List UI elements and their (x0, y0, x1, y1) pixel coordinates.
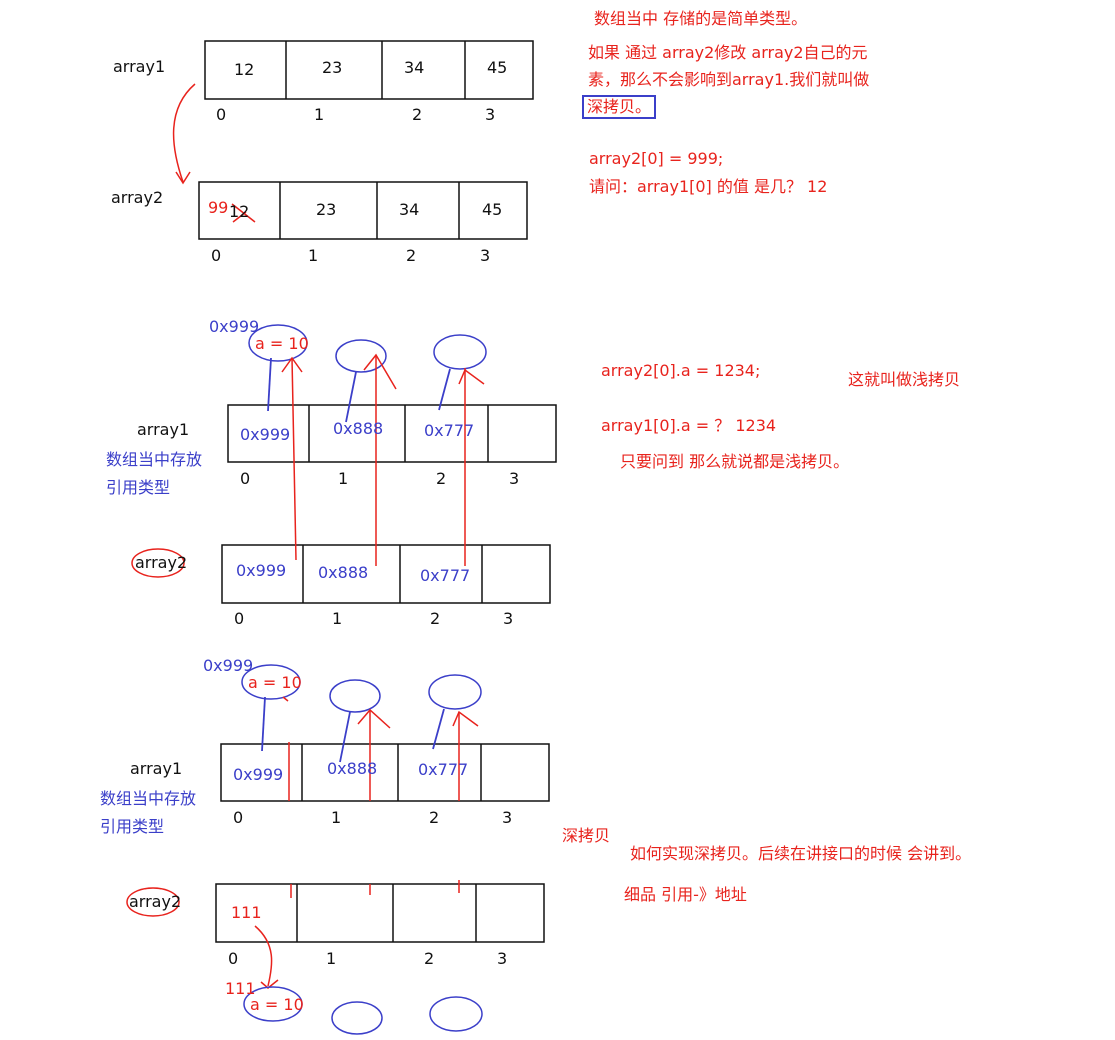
s1-note-line2: 素，那么不会影响到array1.我们就叫做 (588, 70, 870, 89)
s1-note-boxed: 深拷贝。 (582, 95, 657, 119)
s1-array2-label: array2 (111, 188, 164, 207)
s2-array1-index-3: 3 (509, 469, 520, 488)
s3-array2-index-2: 2 (424, 949, 435, 968)
s1-array2-cell-3: 45 (482, 200, 503, 219)
s2-code-line1: array2[0].a = 1234; (601, 361, 761, 380)
s3-array2-ticks (290, 880, 460, 898)
s3-object-1 (241, 664, 301, 700)
s3-copy-object-2 (331, 1001, 383, 1035)
s3-side-note-line1: 数组当中存放 (100, 789, 197, 808)
s1-code-line2: 请问：array1[0] 的值 是几？ 12 (589, 177, 828, 196)
s2-array2-index-3: 3 (503, 609, 514, 628)
s3-array1-index-3: 3 (502, 808, 513, 827)
s1-code-line1: array2[0] = 999; (589, 149, 724, 168)
s2-code-line2: array1[0].a = ？ 1234 (601, 416, 777, 435)
s3-array2-box (215, 883, 545, 943)
s1-array2-cell-2: 34 (399, 200, 420, 219)
s3-object-2 (329, 679, 381, 713)
s3-array1-box (220, 743, 550, 802)
s3-array1-ref-2: 0x777 (418, 760, 469, 779)
s1-array2-index-1: 1 (308, 246, 319, 265)
s3-object-address: 0x999 (203, 656, 254, 675)
s1-array1-cell-3: 45 (487, 58, 508, 77)
s2-object-2 (335, 339, 387, 373)
s2-side-note-line2: 引用类型 (106, 478, 171, 497)
s3-copy-object-3 (429, 996, 483, 1032)
s2-object-1 (248, 324, 308, 362)
s2-array2-ref-0: 0x999 (236, 561, 287, 580)
s2-object-address: 0x999 (209, 317, 260, 336)
s3-side-note-line2: 引用类型 (100, 817, 165, 836)
s2-array1-index-1: 1 (338, 469, 349, 488)
s3-object-field: a = 10 (248, 673, 302, 692)
s1-note-line1: 如果 通过 array2修改 array2自己的元 (588, 43, 868, 62)
s3-array1-label: array1 (130, 759, 183, 778)
s2-array2-label-circle (131, 548, 185, 578)
s1-array1-index-2: 2 (412, 105, 423, 124)
s2-object-field: a = 10 (255, 334, 309, 353)
s3-object-3 (428, 674, 482, 710)
s3-array1-index-0: 0 (233, 808, 244, 827)
s1-array2-new-value: 99 (208, 198, 229, 217)
s1-array1-cell-0: 12 (234, 60, 255, 79)
s3-note-line2: 细品 引用-》地址 (624, 885, 747, 904)
s1-strike-mark (231, 203, 256, 223)
s2-array2-pointers (281, 353, 485, 566)
s1-copy-arrowhead (175, 171, 191, 185)
s3-array1-index-2: 2 (429, 808, 440, 827)
s2-array2-index-1: 1 (332, 609, 343, 628)
s3-array1-ref-1: 0x888 (327, 759, 378, 778)
s3-array1-pointers (261, 696, 445, 763)
s1-array2-index-3: 3 (480, 246, 491, 265)
s1-array1-index-3: 3 (485, 105, 496, 124)
s3-array2-label-circle (126, 887, 180, 917)
s2-array2-index-0: 0 (234, 609, 245, 628)
s2-array2-label: array2 (135, 553, 188, 572)
s1-array2-cell-1: 23 (316, 200, 337, 219)
s3-array2-label: array2 (129, 892, 182, 911)
s1-array1-cell-1: 23 (322, 58, 343, 77)
s1-array1-box (204, 40, 534, 100)
s3-copy-object-1 (243, 986, 303, 1022)
s1-array1-index-0: 0 (216, 105, 227, 124)
s2-array2-ref-1: 0x888 (318, 563, 369, 582)
s1-note-title: 数组当中 存储的是简单类型。 (594, 9, 808, 28)
s2-array1-ref-2: 0x777 (424, 421, 475, 440)
s2-array2-box (221, 544, 551, 604)
s1-copy-arrow (172, 83, 196, 183)
s1-array2-index-0: 0 (211, 246, 222, 265)
s2-array1-index-2: 2 (436, 469, 447, 488)
s1-array1-index-1: 1 (314, 105, 325, 124)
s1-array1-label: array1 (113, 57, 166, 76)
s2-array1-label: array1 (137, 420, 190, 439)
s2-array1-ref-1: 0x888 (333, 419, 384, 438)
s3-deep-label: 深拷贝 (562, 826, 611, 845)
s3-array2-index-1: 1 (326, 949, 337, 968)
s3-array2-written-value: 111 (231, 903, 262, 922)
s1-array1-cell-2: 34 (404, 58, 425, 77)
s3-array2-index-0: 0 (228, 949, 239, 968)
s3-array1-ref-0: 0x999 (233, 765, 284, 784)
s3-copy-address: 111 (225, 979, 256, 998)
s2-array2-ref-2: 0x777 (420, 566, 471, 585)
s3-copy-pointer (254, 925, 279, 989)
s3-red-pointers (282, 696, 479, 801)
s1-array2-index-2: 2 (406, 246, 417, 265)
s2-array2-index-2: 2 (430, 609, 441, 628)
s3-array2-index-3: 3 (497, 949, 508, 968)
s1-array2-box (198, 181, 528, 240)
s3-copy-field: a = 10 (250, 995, 304, 1014)
s2-shallow-label: 这就叫做浅拷贝 (848, 370, 961, 389)
s2-array1-pointers (267, 357, 451, 423)
s2-side-note-line1: 数组当中存放 (106, 450, 203, 469)
s2-array1-box (227, 404, 557, 463)
s2-object-3 (433, 334, 487, 370)
s2-note-line3: 只要问到 那么就说都是浅拷贝。 (620, 452, 850, 471)
s1-array2-cell-0: 12 (229, 202, 250, 221)
s3-note-line1: 如何实现深拷贝。后续在讲接口的时候 会讲到。 (630, 844, 972, 863)
s2-array1-index-0: 0 (240, 469, 251, 488)
s2-array1-ref-0: 0x999 (240, 425, 291, 444)
s3-array1-index-1: 1 (331, 808, 342, 827)
